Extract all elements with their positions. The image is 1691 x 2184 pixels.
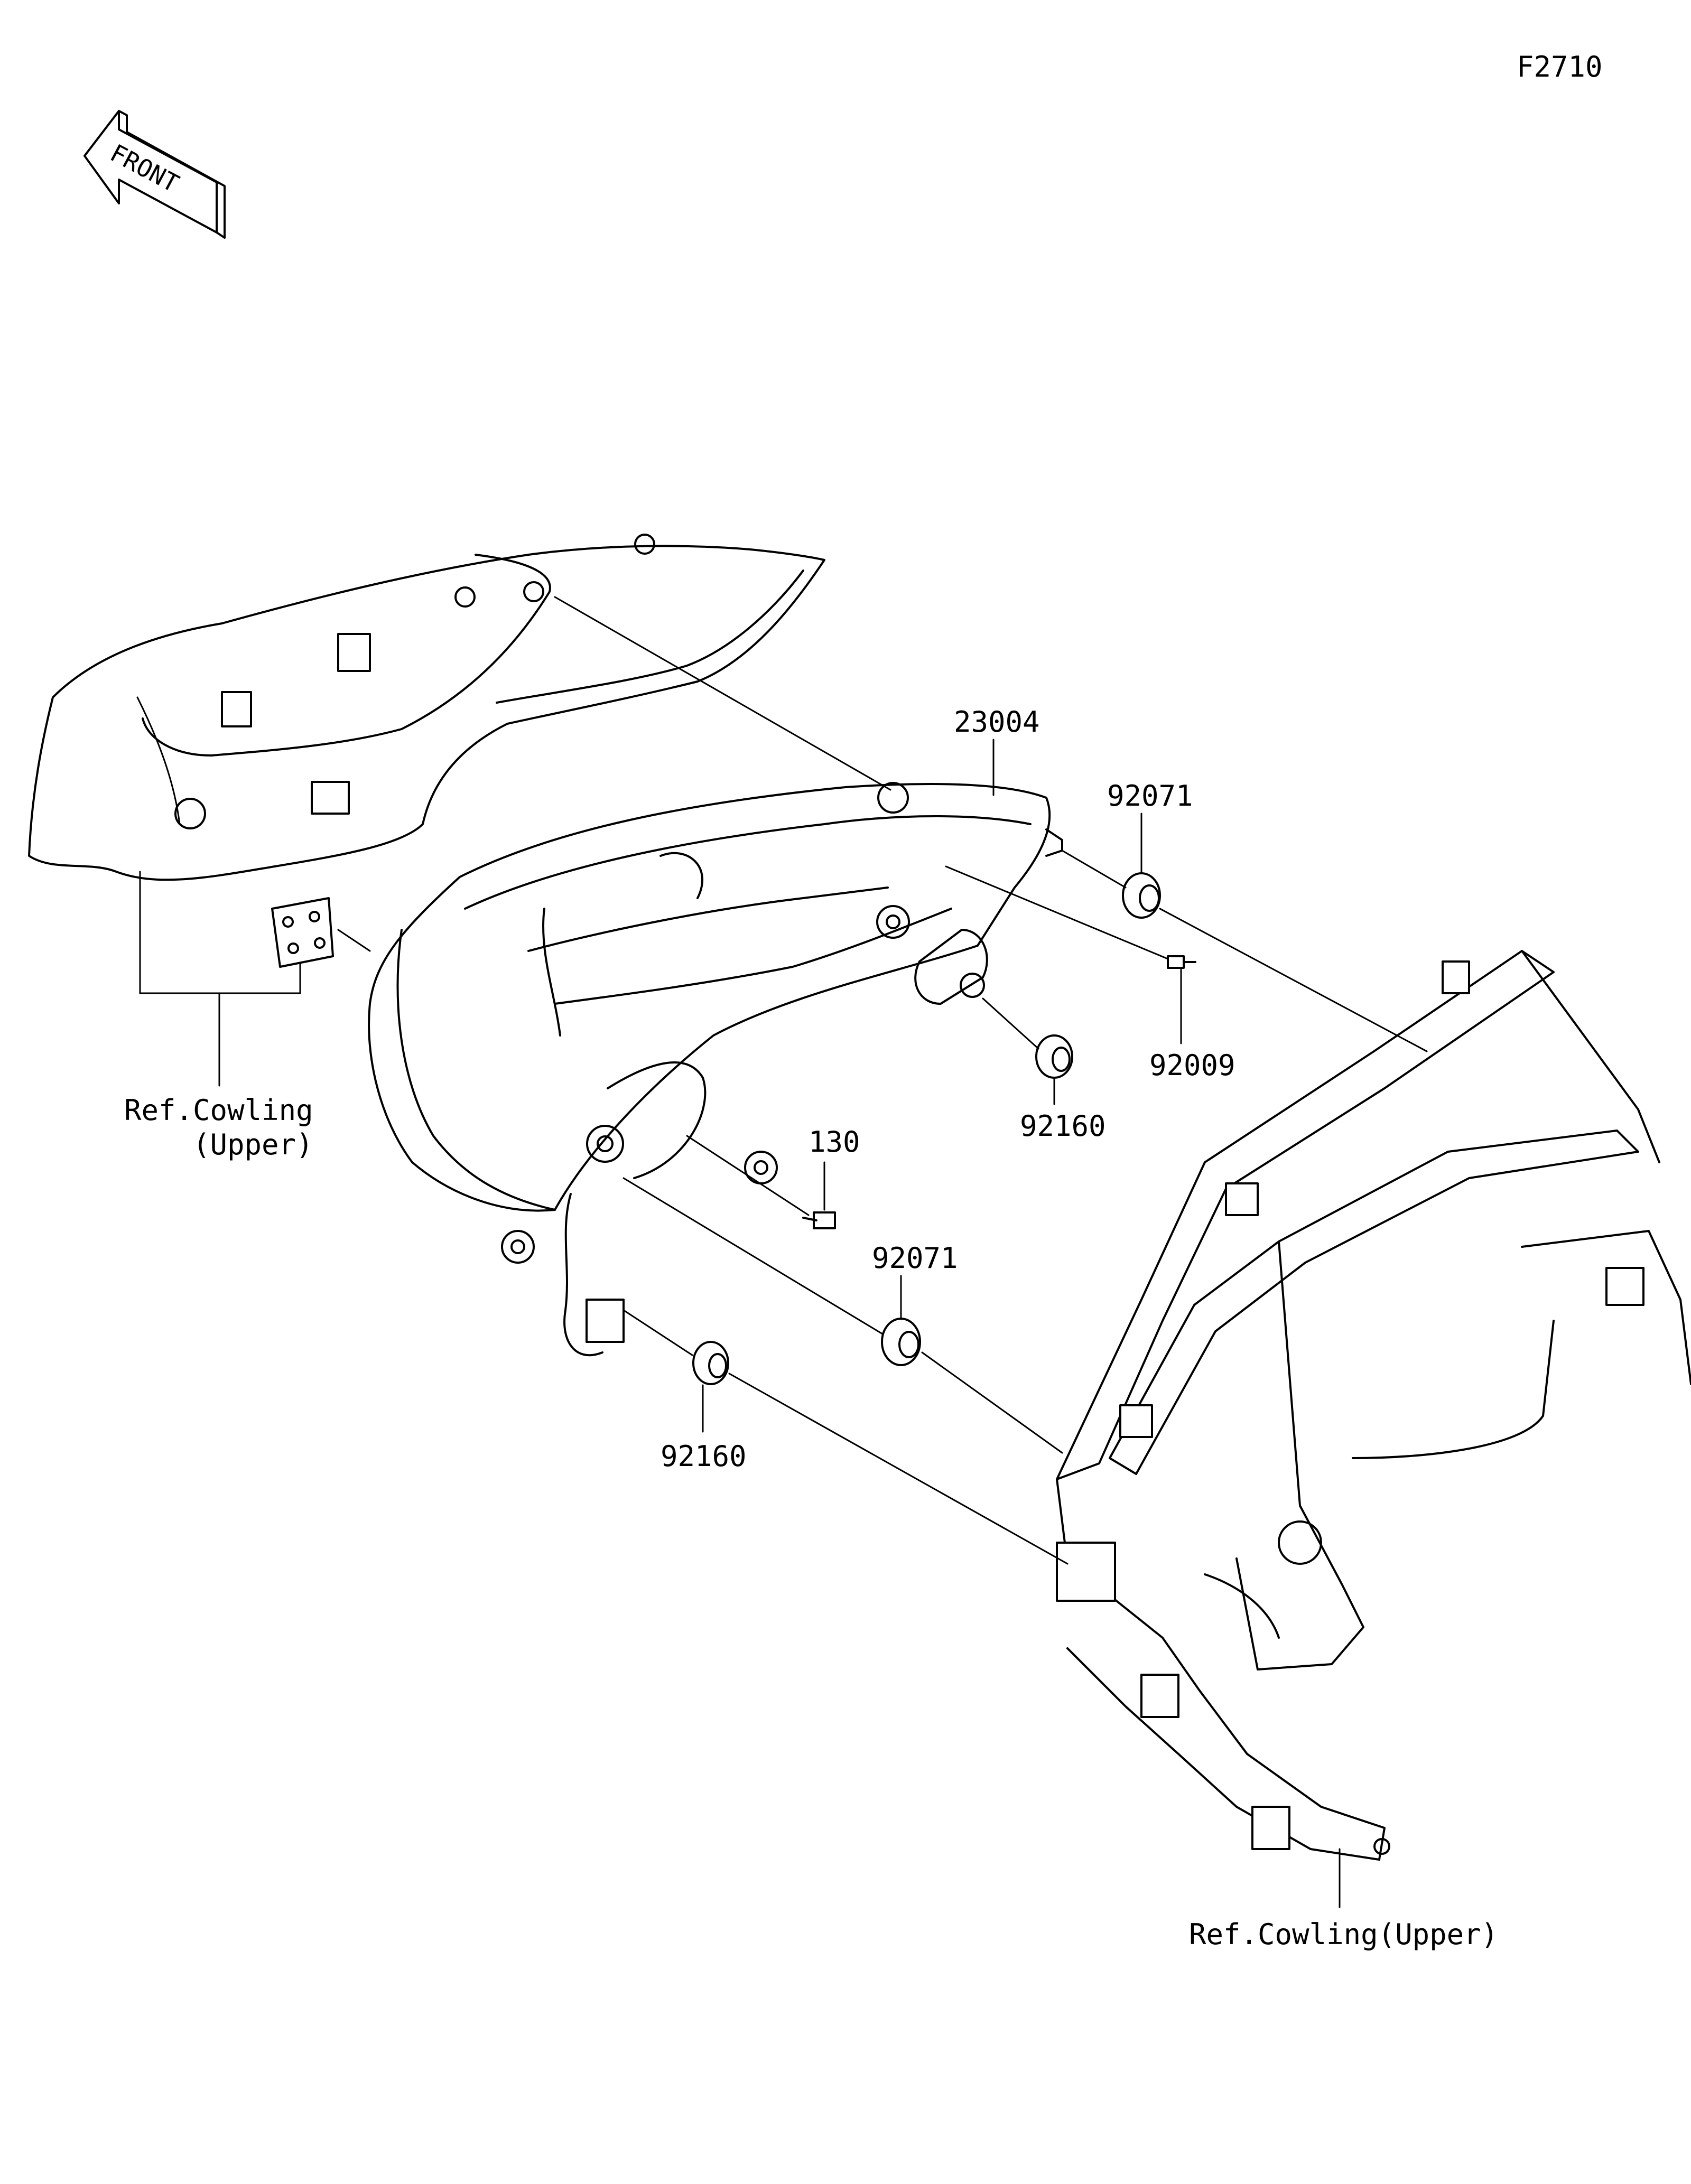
grommet-92071-upper — [1122, 872, 1161, 919]
grommet-92160-upper — [1035, 1034, 1073, 1079]
callout-92009: 92009 — [1149, 1049, 1235, 1082]
callout-130: 130 — [809, 1125, 860, 1159]
figure-code: F2710 — [1517, 50, 1603, 83]
ref-cowling-left-line1: Ref.Cowling — [124, 1094, 313, 1127]
ref-bracket-left — [139, 871, 301, 1087]
headlight-assembly — [368, 782, 1063, 1357]
grommet-92071-lower — [881, 1318, 921, 1366]
mounting-plate — [271, 897, 334, 968]
callout-92160-lower: 92160 — [661, 1440, 747, 1473]
upper-cowling — [28, 534, 825, 881]
grommet-92160-lower — [692, 1341, 729, 1385]
callout-leaders — [702, 739, 1341, 1908]
ref-cowling-bottom: Ref.Cowling(Upper) — [1189, 1918, 1498, 1951]
callout-92160-upper: 92160 — [1020, 1109, 1106, 1143]
bolt-130 — [802, 1211, 836, 1229]
callout-92071-upper: 92071 — [1107, 779, 1193, 813]
ref-cowling-left-line2: (Upper) — [193, 1128, 313, 1161]
headlight-stay-frame — [1056, 950, 1691, 1861]
callout-23004: 23004 — [954, 705, 1040, 739]
leader-cowling-headlight — [554, 596, 891, 791]
assembly-lines — [337, 850, 1428, 1565]
callout-92071-lower: 92071 — [872, 1242, 958, 1275]
screw-92009 — [1167, 955, 1196, 969]
front-arrow-icon: FRONT — [83, 110, 226, 239]
